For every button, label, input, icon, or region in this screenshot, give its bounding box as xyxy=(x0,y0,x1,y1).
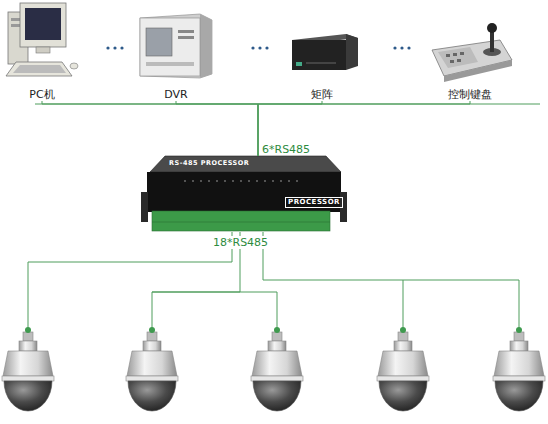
pc-icon xyxy=(70,63,78,69)
keyboard-icon xyxy=(487,23,497,33)
processor-device xyxy=(141,156,347,231)
ellipsis-dots xyxy=(407,46,410,49)
port-label: 6*RS485 xyxy=(262,143,310,156)
bus-connector xyxy=(258,101,322,156)
camera-wires xyxy=(263,232,519,330)
processor-device xyxy=(152,222,330,223)
keyboard-icon xyxy=(446,54,450,57)
bus-connector xyxy=(258,101,470,156)
ellipsis-dots xyxy=(106,46,109,49)
dome-cameras xyxy=(126,327,178,411)
matrix-icon xyxy=(306,62,336,64)
bus-connector xyxy=(42,101,258,156)
processor-device xyxy=(240,180,242,182)
dome-cameras xyxy=(251,327,303,411)
keyboard-icon xyxy=(453,53,457,56)
pc-icon xyxy=(25,8,61,40)
processor-device xyxy=(248,180,250,182)
device-box: DVR xyxy=(136,2,216,101)
dvr-icon xyxy=(146,28,172,56)
pc-icon xyxy=(6,3,78,76)
keyboard-icon xyxy=(457,59,461,62)
processor-device xyxy=(296,180,298,182)
pc-icon xyxy=(20,3,66,47)
keyboard-icon xyxy=(438,47,478,68)
port-label: 18*RS485 xyxy=(212,236,269,249)
device-box: 控制键盘 xyxy=(430,2,510,101)
camera-wires xyxy=(403,280,404,330)
keyboard-icon xyxy=(460,52,464,55)
ellipsis-dots xyxy=(120,46,123,49)
keyboard-icon xyxy=(490,30,494,52)
ellipsis-dots xyxy=(400,46,403,49)
device-label: DVR xyxy=(136,88,216,101)
device-box: PC机 xyxy=(2,2,82,101)
processor-box: RS-485 PROCESSOR PROCESSOR xyxy=(147,156,341,232)
ellipsis-dots xyxy=(106,46,410,49)
processor-device xyxy=(150,156,341,172)
dome-cameras xyxy=(2,327,54,411)
ellipsis-dots xyxy=(251,46,254,49)
device-marking: PROCESSOR xyxy=(285,197,343,208)
processor-device xyxy=(147,172,341,212)
device-marking: RS-485 PROCESSOR xyxy=(169,159,249,168)
ellipsis-dots xyxy=(265,46,268,49)
ellipsis-dots xyxy=(113,46,116,49)
pc-icon xyxy=(36,47,50,53)
processor-device xyxy=(280,180,282,182)
camera-wires xyxy=(152,292,277,330)
dvr-icon xyxy=(140,14,212,78)
processor-device xyxy=(208,180,210,182)
processor-device xyxy=(152,211,330,231)
dvr-icon xyxy=(178,36,194,39)
dvr-icon xyxy=(178,30,194,33)
dome-cameras xyxy=(377,327,429,411)
dvr-icon xyxy=(200,14,212,78)
processor-device xyxy=(200,180,202,182)
processor-device xyxy=(141,192,148,222)
camera-wires xyxy=(28,232,519,330)
processor-device xyxy=(288,180,290,182)
processor-device xyxy=(272,180,274,182)
dvr-icon xyxy=(140,18,200,76)
processor-device xyxy=(264,180,266,182)
device-label: 控制键盘 xyxy=(430,88,510,101)
processor-device xyxy=(184,180,186,182)
matrix-icon xyxy=(296,62,302,66)
dvr-icon xyxy=(140,14,212,78)
matrix-icon xyxy=(292,40,346,70)
device-label: PC机 xyxy=(2,88,82,101)
camera-wires xyxy=(28,232,232,330)
matrix-icon xyxy=(292,34,358,70)
device-label: 矩阵 xyxy=(282,88,362,101)
processor-device xyxy=(184,180,298,182)
dome-cameras xyxy=(493,327,545,411)
dvr-icon xyxy=(146,62,194,66)
device-box: 矩阵 xyxy=(282,2,362,101)
keyboard-icon xyxy=(450,60,454,63)
processor-device xyxy=(224,180,226,182)
dome-cameras xyxy=(2,327,545,411)
processor-device xyxy=(216,180,218,182)
pc-icon xyxy=(13,65,66,73)
matrix-icon xyxy=(346,34,358,70)
pc-icon xyxy=(6,62,72,76)
processor-device xyxy=(232,180,234,182)
ellipsis-dots xyxy=(258,46,261,49)
processor-device xyxy=(256,180,258,182)
processor-device xyxy=(192,180,194,182)
bus-connector xyxy=(176,101,258,156)
keyboard-icon xyxy=(432,23,512,82)
ellipsis-dots xyxy=(393,46,396,49)
